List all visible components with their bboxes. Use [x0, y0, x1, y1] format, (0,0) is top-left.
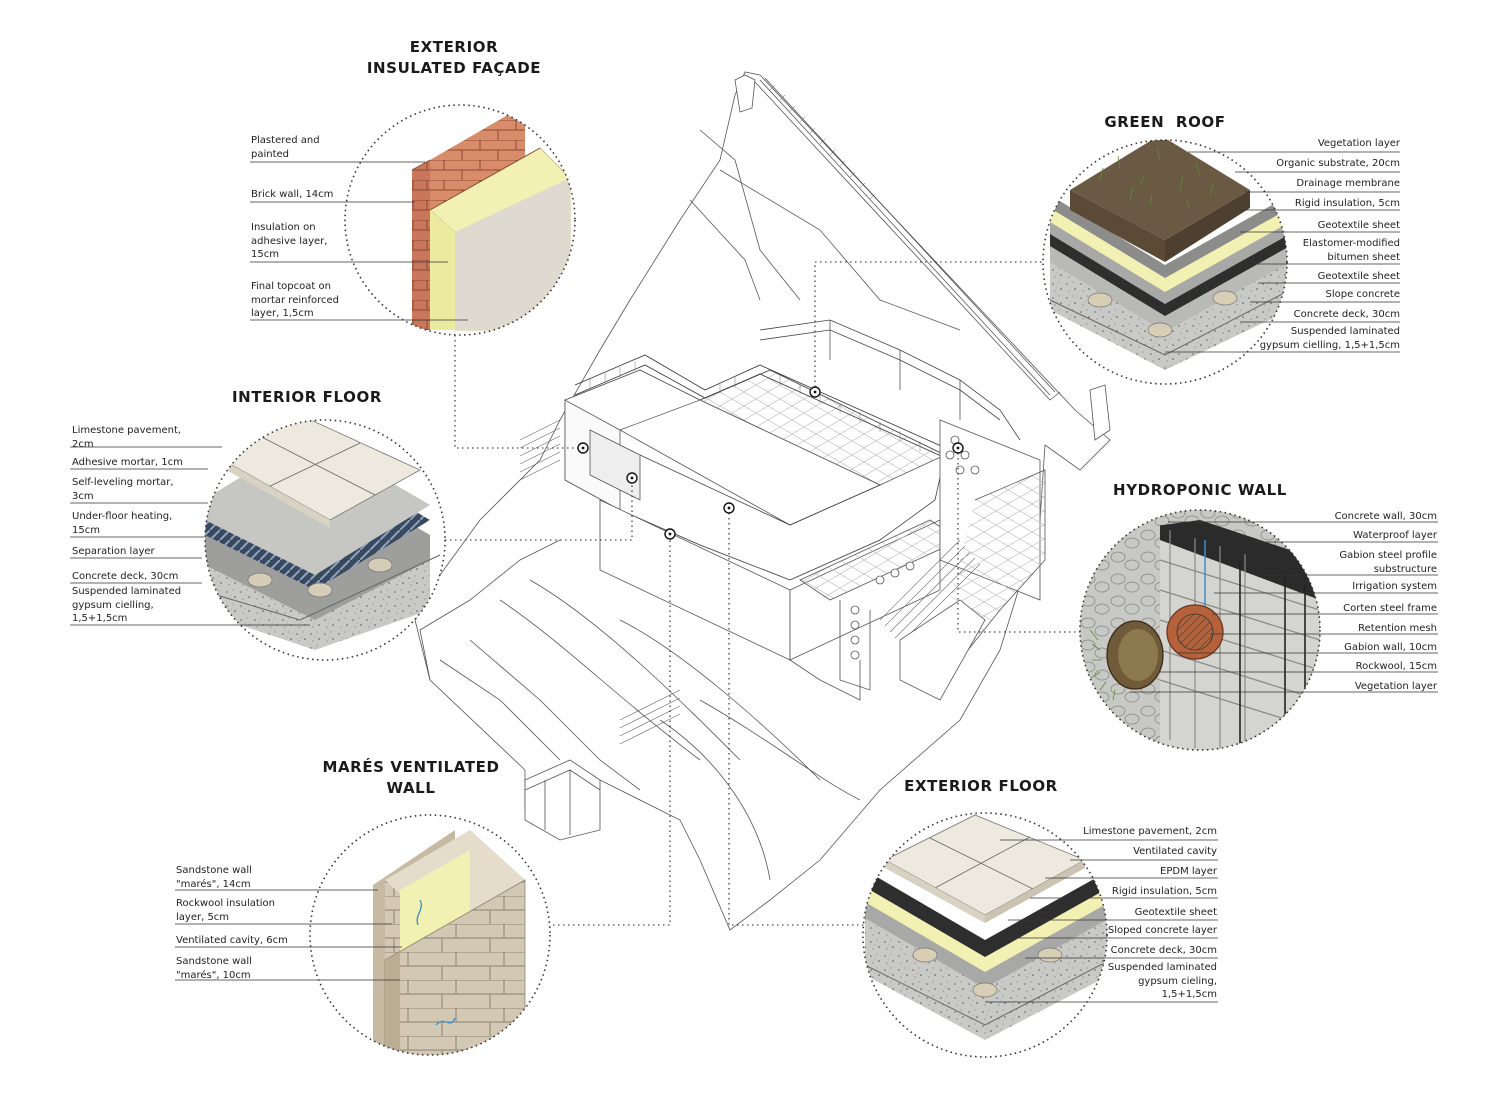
green-roof-layer-label: Geotextile sheet — [1317, 271, 1400, 282]
interior-floor-detail — [205, 420, 445, 660]
leader-lines — [435, 261, 1082, 926]
exterior-floor-title: EXTERIOR FLOOR — [904, 777, 1058, 795]
hydroponic-wall-layer-label: Irrigation system — [1352, 581, 1437, 592]
facade-layer-label: Brick wall, 14cm — [251, 189, 334, 200]
interior-floor-layer-label: Separation layer — [72, 546, 155, 557]
mares-wall-title: MARÉS VENTILATED WALL — [311, 757, 511, 799]
interior-floor-layer-label: Suspended laminated gypsum cielling, 1,5… — [72, 586, 182, 624]
interior-floor-title: INTERIOR FLOOR — [232, 388, 382, 406]
interior-floor-layer-label: Adhesive mortar, 1cm — [72, 457, 183, 468]
mares-wall-layer-label: Rockwool insulation layer, 5cm — [176, 898, 276, 923]
exterior-floor-layer-label: Concrete deck, 30cm — [1110, 945, 1217, 956]
facade-detail — [345, 105, 575, 335]
exterior-floor-layer-label: Ventilated cavity — [1133, 846, 1217, 857]
facade-title-line-1: EXTERIOR — [409, 38, 499, 56]
exterior-floor-layer-label: Limestone pavement, 2cm — [1083, 826, 1217, 837]
mares-wall-detail — [310, 815, 550, 1055]
building-axonometric — [414, 71, 1111, 931]
mares-wall-title-line-2: WALL — [386, 779, 436, 797]
green-roof-layer-label: Geotextile sheet — [1317, 220, 1400, 231]
facade-layer-label: Final topcoat on mortar reinforced layer… — [251, 281, 339, 319]
green-roof-layer-label: Suspended laminated gypsum cielling, 1,5… — [1259, 326, 1400, 351]
hydroponic-wall-detail — [1080, 510, 1320, 750]
green-roof-title: GREEN ROOF — [1104, 113, 1226, 131]
hydroponic-wall-title: HYDROPONIC WALL — [1113, 481, 1287, 499]
green-roof-layer-label: Concrete deck, 30cm — [1293, 309, 1400, 320]
interior-floor-layer-label: Concrete deck, 30cm — [72, 571, 179, 582]
interior-floor-layer-label: Under-floor heating, 15cm — [72, 511, 173, 536]
hydroponic-wall-layer-label: Corten steel frame — [1343, 603, 1437, 614]
exterior-floor-detail — [863, 813, 1107, 1057]
mares-wall-layer-label: Ventilated cavity, 6cm — [176, 935, 288, 946]
facade-title-line-2: INSULATED FAÇADE — [366, 59, 542, 77]
green-roof-detail — [1043, 140, 1287, 384]
exterior-floor-layer-label: Geotextile sheet — [1134, 907, 1217, 918]
exterior-floor-layer-label: Sloped concrete layer — [1107, 925, 1217, 936]
hydroponic-wall-layer-label: Vegetation layer — [1354, 681, 1437, 692]
hydroponic-wall-layer-label: Concrete wall, 30cm — [1334, 511, 1437, 522]
interior-floor-layer-label: Limestone pavement, 2cm — [72, 425, 182, 450]
green-roof-layer-label: Organic substrate, 20cm — [1276, 158, 1400, 169]
hydroponic-wall-layer-label: Waterproof layer — [1353, 530, 1437, 541]
hydroponic-wall-layer-label: Retention mesh — [1358, 623, 1437, 634]
green-roof-layer-label: Vegetation layer — [1317, 138, 1400, 149]
facade-layer-label: Insulation on adhesive layer, 15cm — [251, 222, 328, 260]
hydroponic-wall-layer-label: Rockwool, 15cm — [1355, 661, 1437, 672]
interior-floor-layer-label: Self-leveling mortar, 3cm — [72, 477, 174, 502]
facade-title: EXTERIOR INSULATED FAÇADE — [354, 37, 554, 79]
mares-wall-layer-label: Sandstone wall "marés", 14cm — [176, 865, 252, 890]
green-roof-layer-label: Rigid insulation, 5cm — [1294, 198, 1400, 209]
green-roof-layer-label: Slope concrete — [1325, 289, 1401, 300]
hydroponic-wall-layer-label: Gabion wall, 10cm — [1344, 642, 1437, 653]
green-roof-layer-label: Drainage membrane — [1296, 178, 1400, 189]
mares-wall-title-line-1: MARÉS VENTILATED — [322, 758, 500, 776]
facade-layer-label: Plastered and painted — [251, 135, 320, 160]
exterior-floor-layer-label: Rigid insulation, 5cm — [1111, 886, 1217, 897]
hydroponic-wall-layer-label: Gabion steel profile substructure — [1339, 550, 1437, 575]
exterior-floor-layer-label: Suspended laminated gypsum cieling, 1,5+… — [1107, 962, 1217, 1000]
green-roof-layer-label: Elastomer-modified bitumen sheet — [1302, 238, 1400, 263]
exterior-floor-layer-label: EPDM layer — [1160, 866, 1217, 877]
mares-wall-layer-label: Sandstone wall "marés", 10cm — [176, 956, 252, 981]
